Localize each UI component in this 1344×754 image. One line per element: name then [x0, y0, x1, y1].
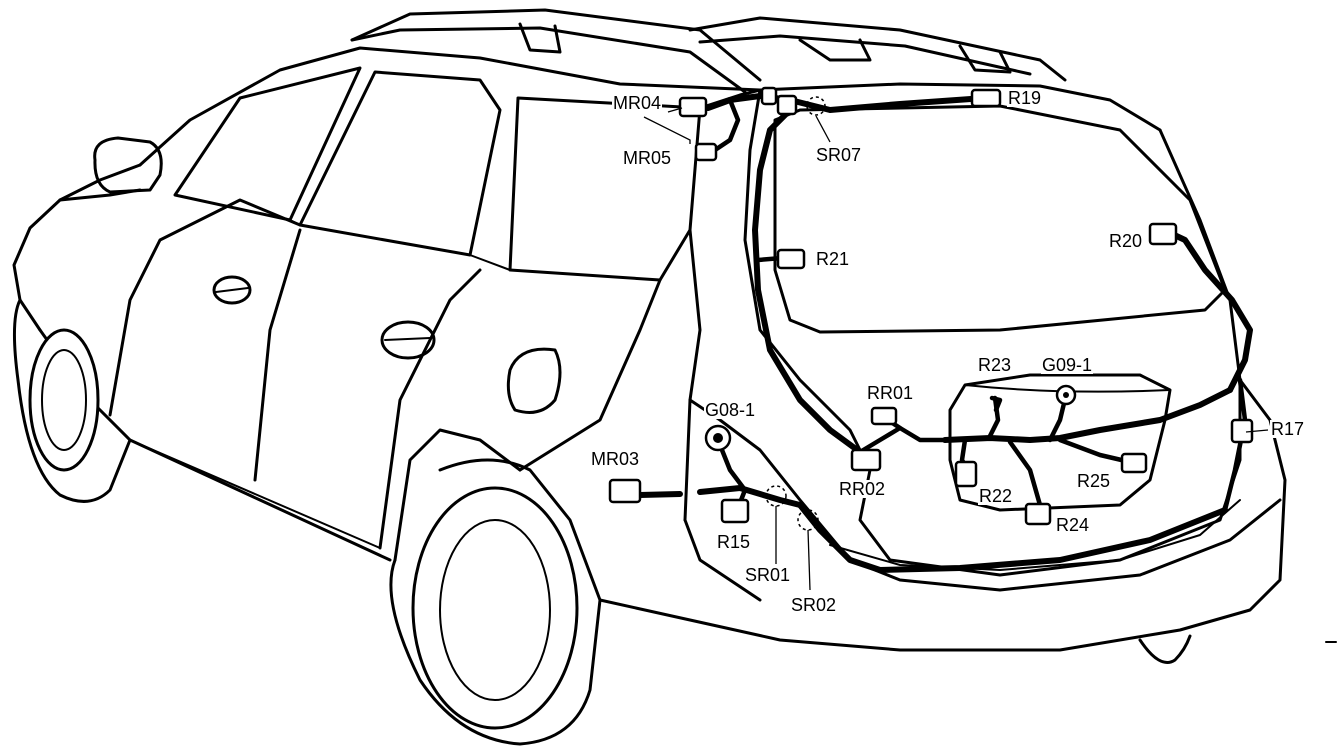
- connector-r20: [1148, 222, 1178, 246]
- connector-r24: [1024, 502, 1052, 526]
- label-r22: R22: [978, 486, 1014, 506]
- label-g09-1: G09-1: [1041, 355, 1094, 375]
- label-r24: R24: [1055, 515, 1091, 535]
- label-g08-1: G08-1: [704, 400, 757, 420]
- label-mr03: MR03: [590, 449, 641, 469]
- label-sr07: SR07: [815, 145, 863, 165]
- connector-roof-1: [760, 86, 778, 106]
- leader-lines: [643, 107, 1269, 591]
- label-r19: R19: [1007, 88, 1043, 108]
- connector-mr03: [608, 478, 642, 504]
- label-rr01: RR01: [866, 383, 915, 403]
- label-mr04: MR04: [612, 93, 663, 113]
- label-r21: R21: [815, 249, 851, 269]
- label-r25: R25: [1076, 471, 1112, 491]
- connector-r17: [1230, 418, 1254, 444]
- label-r20: R20: [1108, 231, 1144, 251]
- splices: [765, 96, 826, 531]
- connector-mr05: [694, 142, 718, 162]
- connector-rr02: [850, 448, 882, 472]
- connector-r21: [776, 248, 806, 270]
- splice-sr02: [797, 509, 819, 531]
- splice-sr01: [765, 485, 787, 507]
- rear-wheel: [389, 458, 602, 746]
- connectors: [608, 86, 1254, 526]
- splice-sr07: [806, 96, 826, 116]
- wiring-harness: [637, 93, 1253, 573]
- connector-r22: [954, 460, 978, 488]
- connector-r19: [970, 88, 1002, 108]
- label-sr02: SR02: [790, 595, 838, 615]
- connector-mr04: [678, 96, 708, 118]
- label-r23: R23: [977, 355, 1013, 375]
- vehicle-body: [12, 8, 1337, 664]
- label-r15: R15: [716, 532, 752, 552]
- label-r17: R17: [1270, 419, 1306, 439]
- connector-rr01: [870, 406, 898, 426]
- connector-r23: [989, 395, 1003, 413]
- connector-r25: [1120, 452, 1148, 474]
- front-wheel: [12, 298, 132, 503]
- connector-r15: [720, 498, 750, 524]
- label-sr01: SR01: [744, 565, 792, 585]
- label-rr02: RR02: [838, 479, 887, 499]
- connector-roof-2: [776, 94, 798, 116]
- label-mr05: MR05: [622, 148, 673, 168]
